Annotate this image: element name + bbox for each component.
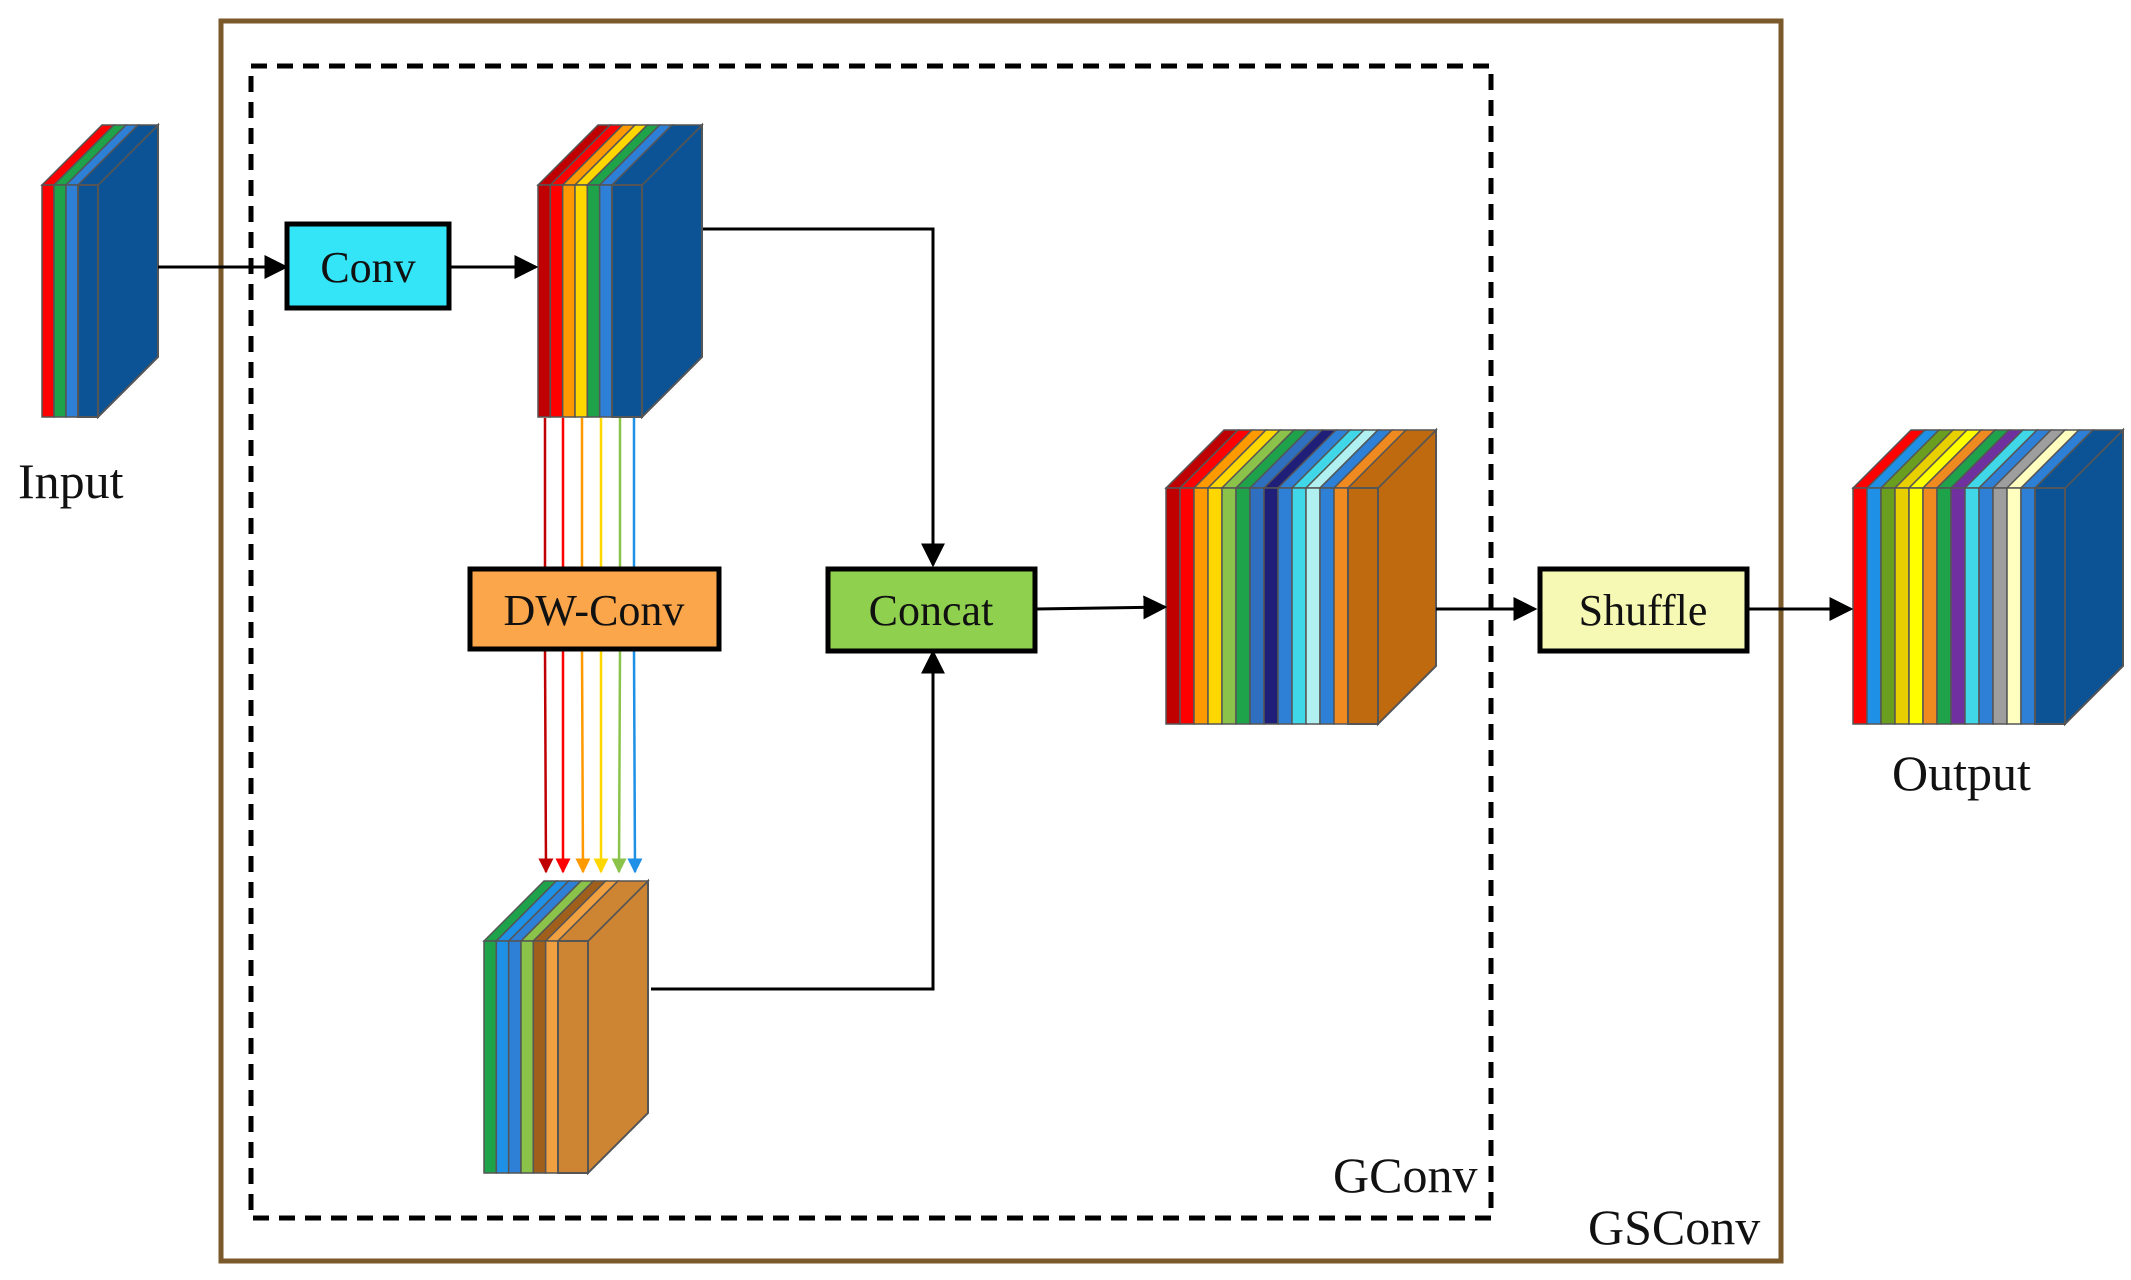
tensor-channel bbox=[495, 940, 510, 1174]
conv-label: Conv bbox=[320, 243, 415, 292]
dw-channel-arrow bbox=[538, 649, 554, 874]
tensor-channel bbox=[1249, 487, 1265, 725]
tensor-channel bbox=[1165, 487, 1181, 725]
tensor-channel bbox=[1207, 487, 1223, 725]
tensor-channel bbox=[1221, 487, 1237, 725]
tensor-channel bbox=[483, 940, 498, 1174]
tensor-channel bbox=[1894, 487, 1910, 725]
tensor-channel bbox=[549, 184, 564, 418]
tensor-face bbox=[1347, 487, 1379, 725]
tensor-channel bbox=[1277, 487, 1293, 725]
tensor-channel bbox=[65, 184, 79, 418]
tensor-channel bbox=[1193, 487, 1209, 725]
dw-channel-arrow bbox=[611, 649, 627, 874]
tensor-channel bbox=[1319, 487, 1335, 725]
tensor-channel bbox=[53, 184, 67, 418]
output-tensor bbox=[1851, 427, 2125, 727]
tensor-channel bbox=[520, 940, 535, 1174]
tensor-channel bbox=[2006, 487, 2022, 725]
dwconv-box-rect bbox=[467, 566, 722, 652]
dwconv-input-lines bbox=[543, 418, 636, 568]
tensor-face bbox=[77, 184, 99, 418]
concat-box-rect bbox=[825, 566, 1038, 654]
dwconv-box: DW-Conv bbox=[467, 566, 722, 652]
tensor-channel bbox=[1964, 487, 1980, 725]
tensor-channel bbox=[1263, 487, 1279, 725]
tensor-channel bbox=[1291, 487, 1307, 725]
tensor-channel bbox=[1936, 487, 1952, 725]
conv-box-rect bbox=[284, 221, 452, 311]
tensor-channel bbox=[1305, 487, 1321, 725]
concat-box: Concat bbox=[825, 566, 1038, 654]
conv-box: Conv bbox=[284, 221, 452, 311]
concat-output-tensor bbox=[1164, 427, 1438, 727]
conv-output-tensor bbox=[536, 122, 704, 420]
shuffle-box-rect bbox=[1537, 566, 1750, 654]
gsconv-frame bbox=[218, 18, 1784, 1264]
dwconv-output-arrows bbox=[538, 649, 643, 874]
tensor-channel bbox=[1852, 487, 1868, 725]
tensor-face bbox=[557, 940, 589, 1174]
tensor-channel bbox=[561, 184, 576, 418]
dw-channel-arrow bbox=[575, 649, 591, 874]
tensor-channel bbox=[586, 184, 601, 418]
tensor-channel bbox=[1333, 487, 1349, 725]
tensor-channel bbox=[1880, 487, 1896, 725]
tensor-channel bbox=[2020, 487, 2036, 725]
tensor-channel bbox=[1908, 487, 1924, 725]
input-tensor bbox=[40, 122, 160, 420]
tensor-face bbox=[611, 184, 643, 418]
arrow-conv-tensor-to-concat bbox=[703, 227, 945, 568]
tensor-channel bbox=[1978, 487, 1994, 725]
dw-channel-arrow bbox=[627, 649, 643, 874]
tensor-channel bbox=[574, 184, 589, 418]
dwconv-label: DW-Conv bbox=[504, 586, 685, 635]
gsconv-label: GSConv bbox=[1588, 1199, 1760, 1255]
tensor-channel bbox=[1179, 487, 1195, 725]
tensor-channel bbox=[41, 184, 55, 418]
tensor-channel bbox=[1235, 487, 1251, 725]
tensor-channel bbox=[1866, 487, 1882, 725]
shuffle-label: Shuffle bbox=[1579, 586, 1708, 635]
arrow-concat-to-tensor bbox=[1035, 595, 1168, 620]
input-label: Input bbox=[18, 453, 124, 509]
tensor-channel bbox=[1950, 487, 1966, 725]
tensor-channel bbox=[1922, 487, 1938, 725]
tensor-channel bbox=[598, 184, 613, 418]
tensor-face bbox=[2034, 487, 2066, 725]
tensor-channel bbox=[1992, 487, 2008, 725]
tensor-channel bbox=[544, 940, 559, 1174]
concat-label: Concat bbox=[869, 586, 994, 635]
dwconv-output-tensor bbox=[482, 878, 650, 1176]
tensor-channel bbox=[507, 940, 522, 1174]
arrow-dw-tensor-to-concat bbox=[651, 649, 945, 991]
connectors bbox=[158, 227, 1854, 991]
gconv-label: GConv bbox=[1333, 1147, 1477, 1203]
tensor-channel bbox=[537, 184, 552, 418]
output-label: Output bbox=[1892, 745, 2031, 801]
tensor-channel bbox=[532, 940, 547, 1174]
shuffle-box: Shuffle bbox=[1537, 566, 1750, 654]
